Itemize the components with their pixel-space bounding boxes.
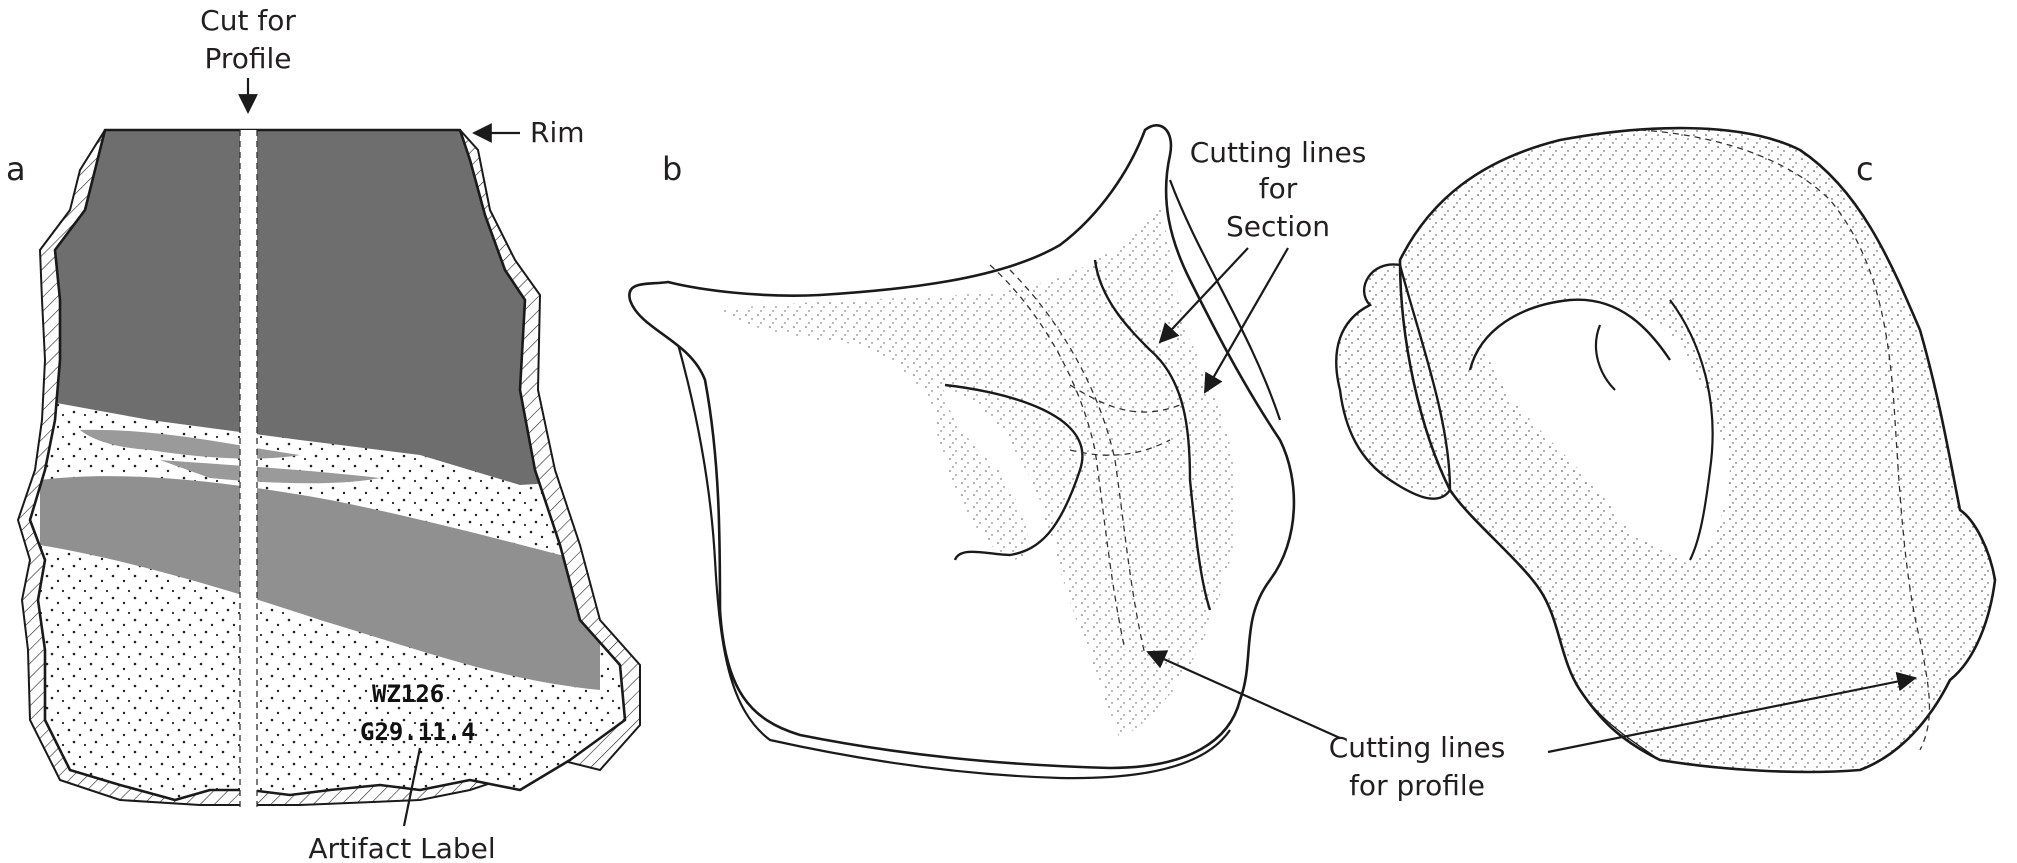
profile-label-1: Cutting lines — [1329, 731, 1506, 764]
vessel-b-interior-curve — [1093, 259, 1212, 611]
section-label-3: Section — [1226, 210, 1330, 243]
dark-slip-upper — [40, 130, 600, 485]
section-arrow-2 — [1204, 247, 1289, 394]
vessel-c-rim-line — [1579, 689, 1661, 761]
panel-b: b Cutting lines for Section — [628, 124, 1367, 780]
profile-arrow-c — [1547, 671, 1917, 754]
inscription-line1: WZ126 — [372, 680, 444, 708]
vessel-c-handle-curve — [1468, 298, 1671, 371]
section-cutting-line-4 — [1069, 439, 1171, 456]
vessel-b-rim-band — [663, 299, 1231, 780]
artifact-label-text: Artifact Label — [308, 832, 495, 863]
section-cutting-line-1 — [989, 264, 1126, 651]
panel-letter-b: b — [662, 150, 682, 188]
vessel-b-handle-curve — [944, 383, 1084, 561]
panel-letter-a: a — [6, 150, 26, 188]
section-arrow-1 — [1158, 247, 1249, 344]
artifact-label-leader — [402, 747, 422, 827]
section-label-2: for — [1259, 172, 1298, 205]
cut-for-profile-label-1: Cut for — [200, 4, 296, 37]
panel-c: c — [1335, 126, 1997, 774]
dark-slip-band — [40, 476, 600, 690]
profile-label-2: for profile — [1349, 769, 1485, 802]
profile-annotation: Cutting lines for profile — [1146, 650, 1917, 802]
section-label-1: Cutting lines — [1190, 136, 1367, 169]
sherd-outline — [28, 128, 627, 802]
vessel-c-inner-curve — [1595, 324, 1616, 391]
profile-cutting-line-c — [1639, 129, 1931, 751]
inscription-line2: G29.11.4 — [360, 718, 476, 746]
rim-label: Rim — [530, 116, 585, 149]
cut-for-profile-label-2: Profile — [204, 42, 291, 75]
profile-arrow-b — [1146, 650, 1341, 740]
vessel-b-right-curve — [1168, 179, 1282, 421]
section-cutting-line-2 — [1009, 269, 1146, 656]
vessel-b-stippling — [720, 200, 1237, 740]
vessel-c-inner-arc — [1669, 299, 1714, 561]
panel-letter-c: c — [1856, 150, 1874, 188]
section-cutting-line-3 — [1069, 384, 1181, 413]
panel-a: WZ126 G29.11.4 a Cut for Profile Rim Art… — [6, 4, 641, 863]
profile-cut-strip — [240, 130, 257, 810]
vessel-c-opening — [1480, 297, 1730, 565]
